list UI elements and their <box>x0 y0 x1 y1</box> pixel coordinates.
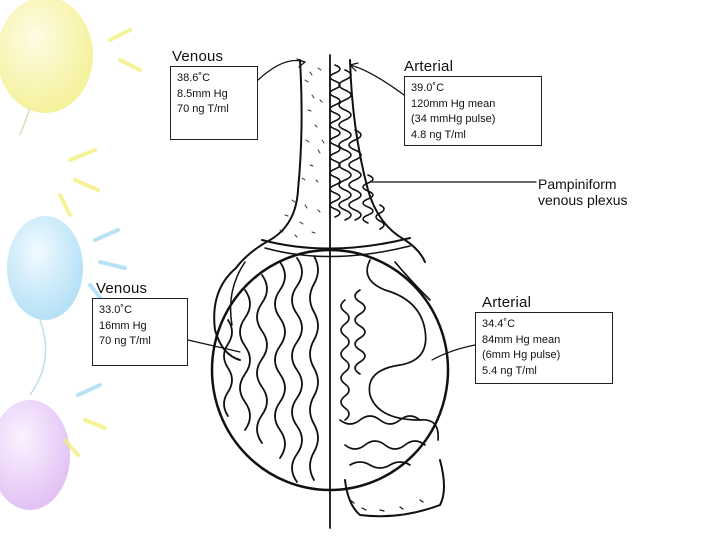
spermatic-cord-outline <box>235 59 303 269</box>
spermatic-cord-right-outline <box>349 59 426 263</box>
venous-top-leader <box>257 59 306 81</box>
venous-top-pressure: 8.5mm Hg <box>177 87 228 100</box>
venous-top-temperature: 38.6˚C <box>177 72 211 84</box>
arterial-bottom-callout: 34.4˚C 84mm Hg mean (6mm Hg pulse) 5.4 n… <box>475 312 613 384</box>
pampiniform-plexus-label: Pampiniform venous plexus <box>538 176 628 208</box>
yellow-balloon <box>0 0 93 136</box>
confetti-rays <box>58 28 142 457</box>
arterial-top-mean-pressure: 120mm Hg mean <box>411 97 496 110</box>
venous-vessels-testis <box>223 255 319 483</box>
arterial-bottom-temperature: 34.4˚C <box>482 318 516 330</box>
venous-bottom-leader <box>187 339 241 353</box>
venous-bottom-temperature: 33.0˚C <box>99 304 133 316</box>
venous-cord-stipple <box>279 67 325 238</box>
arterial-top-callout: 39.0˚C 120mm Hg mean (34 mmHg pulse) 4.8… <box>404 76 542 146</box>
epididymis-tail <box>344 459 445 518</box>
venous-bottom-heading: Venous <box>96 280 148 297</box>
arterial-bottom-mean-pressure: 84mm Hg mean <box>482 333 561 346</box>
venous-top-callout: 38.6˚C 8.5mm Hg 70 ng T/ml <box>170 66 258 140</box>
arterial-coils-cord <box>329 64 385 230</box>
plexus-label-line1: Pampiniform <box>538 176 617 192</box>
venous-bottom-pressure: 16mm Hg <box>99 319 147 332</box>
arterial-bottom-pulse-pressure: (6mm Hg pulse) <box>482 349 561 361</box>
arterial-vessels-testis <box>339 259 440 469</box>
arterial-top-temperature: 39.0˚C <box>411 82 445 94</box>
venous-bottom-callout: 33.0˚C 16mm Hg 70 ng T/ml <box>92 298 188 366</box>
plexus-label-line2: venous plexus <box>538 192 628 208</box>
arterial-bottom-heading: Arterial <box>482 294 532 311</box>
blue-balloon <box>7 216 83 396</box>
venous-bottom-testosterone: 70 ng T/ml <box>99 335 151 347</box>
venous-top-testosterone: 70 ng T/ml <box>177 103 229 115</box>
arterial-bottom-testosterone: 5.4 ng T/ml <box>482 364 537 377</box>
arterial-bottom-leader <box>431 344 476 361</box>
arterial-top-heading: Arterial <box>404 58 454 75</box>
epididymis <box>213 267 241 361</box>
arterial-top-pulse-pressure: (34 mmHg pulse) <box>411 113 496 125</box>
arterial-top-testosterone: 4.8 ng T/ml <box>411 128 466 141</box>
arterial-top-leader <box>349 64 405 96</box>
venous-top-heading: Venous <box>172 48 224 65</box>
purple-balloon <box>0 400 70 510</box>
